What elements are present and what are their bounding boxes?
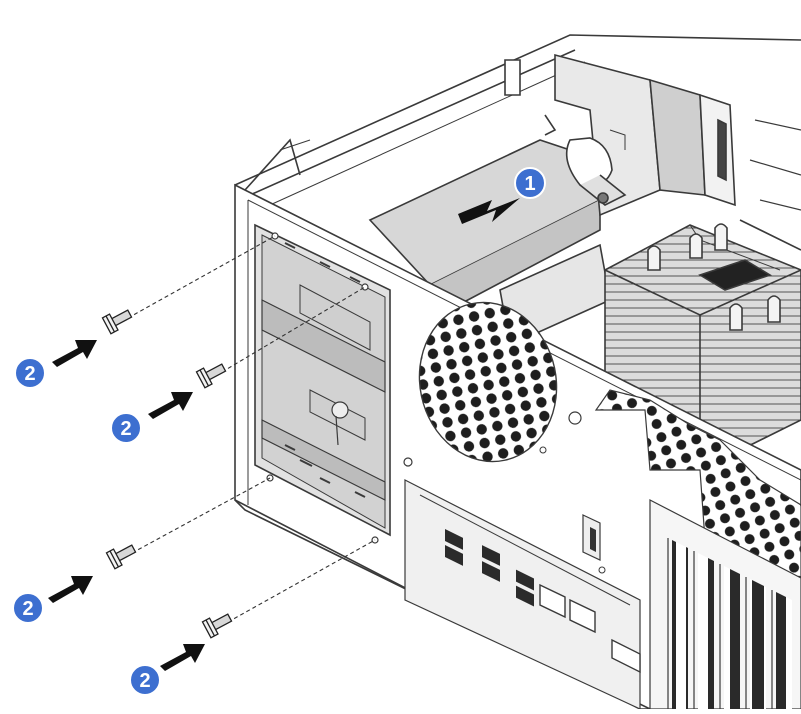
push-arrow-icon [48,576,93,603]
removal-arrow-icon [458,198,520,224]
push-arrow-icon [52,340,97,367]
callout-step-2: 2 [129,664,161,696]
screw-icon [201,613,233,639]
screw-guide-lines [127,235,376,623]
screw-icon [195,363,227,389]
screw-icon [101,309,133,335]
callout-label: 1 [524,173,535,195]
callout-step-1: 1 [514,167,546,199]
front-panel [234,183,801,710]
push-arrow-icon [160,644,205,671]
screw-icon [105,544,137,570]
callout-step-2: 2 [14,357,46,389]
callout-step-2: 2 [12,592,44,624]
callout-label: 2 [22,598,33,620]
push-arrow-icon [148,392,193,419]
callout-label: 2 [24,363,35,385]
callout-label: 2 [139,670,150,692]
callout-label: 2 [120,418,131,440]
callout-step-2: 2 [110,412,142,444]
